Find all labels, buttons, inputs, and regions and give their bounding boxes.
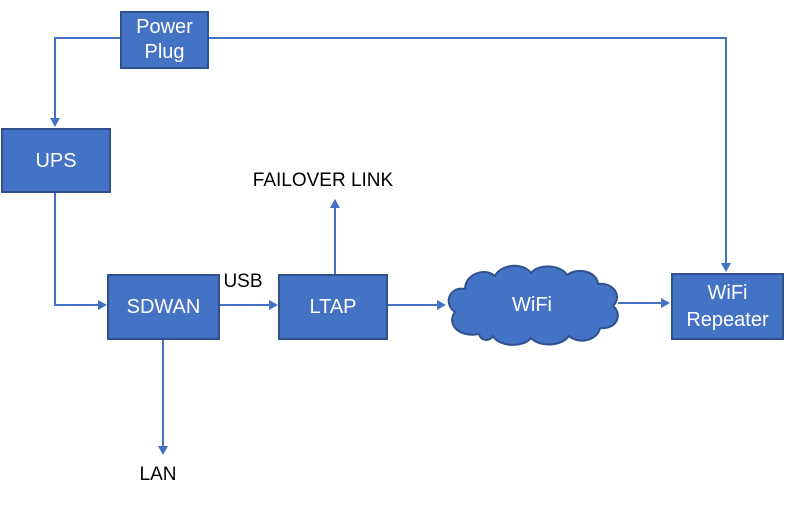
- cloud-shape-icon: [447, 264, 619, 346]
- connector-powerplug-to-ups-vertical: [54, 37, 56, 120]
- arrowhead-lan: [158, 446, 168, 455]
- connector-ups-to-sdwan-horizontal: [54, 304, 99, 306]
- node-power-plug-label-line2: Plug: [144, 41, 185, 63]
- arrowhead-into-sdwan: [98, 300, 107, 310]
- arrowhead-into-ups: [50, 118, 60, 127]
- edge-label-usb: USB: [223, 271, 263, 292]
- connector-sdwan-to-lan: [162, 340, 164, 447]
- node-ups-label: UPS: [35, 149, 77, 172]
- node-power-plug-label-line1: Power: [136, 16, 193, 38]
- node-ups: UPS: [1, 128, 111, 193]
- node-wifi-repeater: WiFi Repeater: [671, 273, 784, 340]
- node-ltap-label: LTAP: [309, 296, 357, 318]
- connector-powerplug-to-repeater-vertical: [725, 37, 727, 264]
- node-wifi-cloud: WiFi: [441, 262, 623, 348]
- node-sdwan-label: SDWAN: [126, 296, 201, 318]
- arrowhead-failover-link: [330, 199, 340, 208]
- connector-powerplug-to-repeater-horizontal: [208, 37, 726, 39]
- node-wifi-repeater-label-line1: WiFi: [707, 281, 748, 304]
- node-sdwan: SDWAN: [107, 274, 220, 340]
- arrowhead-into-repeater-top: [721, 263, 731, 272]
- arrowhead-into-cloud: [437, 300, 446, 310]
- node-power-plug: Power Plug: [120, 11, 209, 69]
- connector-ups-to-sdwan-vertical: [54, 193, 56, 305]
- arrowhead-into-repeater-left: [661, 298, 670, 308]
- connector-ltap-to-cloud: [388, 304, 438, 306]
- edge-label-lan: LAN: [139, 464, 177, 485]
- node-wifi-cloud-label: WiFi: [512, 293, 552, 316]
- connector-sdwan-to-ltap: [220, 304, 270, 306]
- edge-label-failover-link: FAILOVER LINK: [252, 170, 394, 191]
- connector-cloud-to-repeater: [618, 302, 662, 304]
- connector-powerplug-to-ups-horizontal: [55, 37, 120, 39]
- node-wifi-repeater-label-line2: Repeater: [686, 308, 769, 331]
- arrowhead-into-ltap: [269, 300, 278, 310]
- node-ltap: LTAP: [278, 274, 388, 340]
- connector-ltap-to-failover: [334, 206, 336, 274]
